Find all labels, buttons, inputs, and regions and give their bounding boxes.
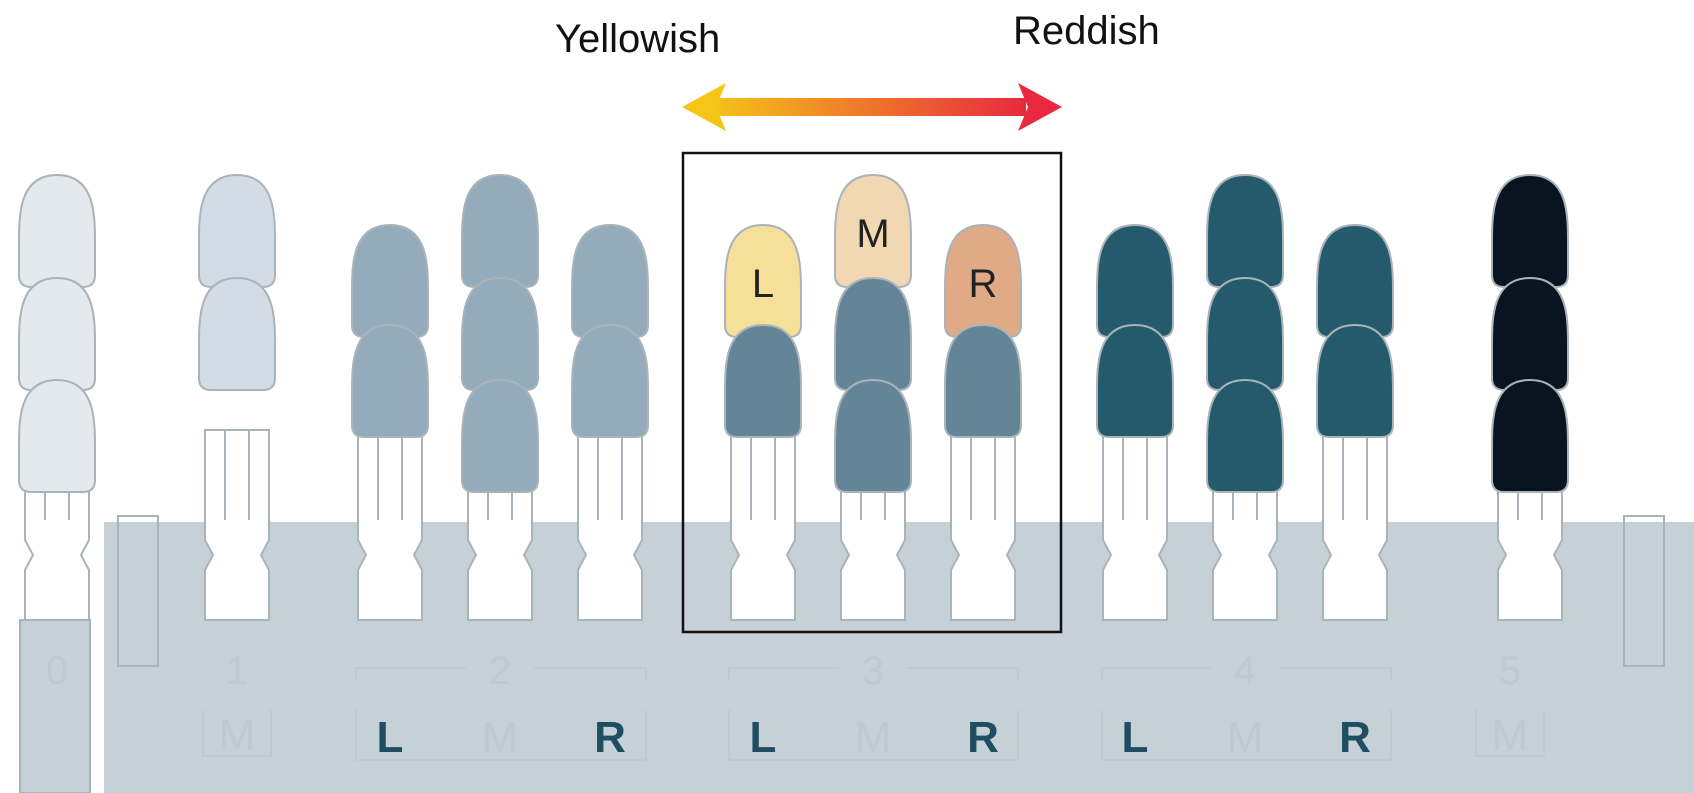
shade-tooth — [18, 378, 96, 493]
shade-tab — [18, 173, 96, 621]
shade-tooth — [1096, 223, 1174, 338]
shade-tooth — [834, 378, 912, 493]
shade-tab — [351, 223, 429, 621]
shade-letter: M — [482, 713, 519, 762]
group-number: 0 — [46, 649, 68, 693]
shade-tooth — [18, 173, 96, 288]
arrowhead-right — [1018, 83, 1062, 131]
letter-bracket — [355, 710, 647, 761]
shade-letter: R — [594, 713, 626, 762]
shade-letter: L — [377, 713, 404, 762]
shade-tab — [1206, 173, 1284, 621]
tab-stem — [204, 429, 270, 621]
group-number: 1 — [226, 649, 248, 693]
reddish-label: Reddish — [1013, 9, 1160, 53]
group-number: 4 — [1234, 649, 1256, 693]
shade-tooth — [461, 276, 539, 391]
shade-tab — [461, 173, 539, 621]
shade-tooth — [198, 173, 276, 288]
shade-tooth — [1206, 173, 1284, 288]
tray-left-post — [19, 619, 91, 793]
letter-bracket — [202, 710, 272, 757]
shade-letter: R — [967, 713, 999, 762]
bracket — [534, 667, 647, 680]
tab-stem — [1102, 429, 1168, 621]
letter-bracket — [728, 710, 1019, 761]
group-1-label: 1M — [202, 649, 272, 760]
tooth-letter: M — [856, 212, 889, 256]
shade-tooth — [834, 276, 912, 391]
tooth-letter: R — [969, 262, 998, 306]
shade-tooth — [724, 323, 802, 438]
tab-stem — [357, 429, 423, 621]
shade-tooth — [1316, 323, 1394, 438]
shade-tooth — [1096, 323, 1174, 438]
letter-bracket — [1475, 710, 1545, 757]
tooth-letter: L — [752, 262, 774, 306]
group-5-label: 5M — [1475, 649, 1545, 760]
bracket — [1279, 667, 1392, 680]
shade-tooth — [351, 323, 429, 438]
bracket — [728, 667, 839, 680]
shade-tooth — [1206, 378, 1284, 493]
shade-tab: R — [944, 223, 1022, 621]
tab-stem — [577, 429, 643, 621]
group-number: 3 — [862, 649, 884, 693]
group-number: 5 — [1499, 649, 1521, 693]
shade-tab — [1316, 223, 1394, 621]
shade-tooth — [198, 276, 276, 391]
shade-letter: L — [1122, 713, 1149, 762]
shade-letter: L — [750, 713, 777, 762]
tray-left-slot — [117, 515, 159, 667]
group-3-label: 3L M R — [728, 649, 1019, 762]
tab-stem — [950, 429, 1016, 621]
tab-stem — [730, 429, 796, 621]
shade-tab — [1491, 173, 1569, 621]
group-2-label: 2L M R — [355, 649, 647, 762]
shade-letter: M — [855, 713, 892, 762]
shade-tooth — [1316, 223, 1394, 338]
shade-tooth — [1491, 173, 1569, 288]
letter-bracket — [1101, 710, 1392, 761]
group-3-highlight-box — [681, 151, 1063, 634]
tray-right-slot — [1623, 515, 1665, 667]
shade-tooth — [944, 323, 1022, 438]
shade-tooth — [571, 223, 649, 338]
shade-letter: M — [1227, 713, 1264, 762]
shade-tab — [571, 223, 649, 621]
bracket — [1101, 667, 1211, 680]
shade-tooth — [1491, 378, 1569, 493]
shade-tooth — [461, 173, 539, 288]
group-4-label: 4L M R — [1101, 649, 1392, 762]
shade-tooth — [571, 323, 649, 438]
tab-stem — [1322, 429, 1388, 621]
group-0-label: 0 — [46, 649, 68, 693]
shade-letter: R — [1339, 713, 1371, 762]
shade-tab — [1096, 223, 1174, 621]
yellow-red-arrow — [682, 83, 1062, 131]
bracket — [355, 667, 466, 680]
arrowhead-left — [682, 83, 726, 131]
shade-tooth — [18, 276, 96, 391]
shade-tooth — [1491, 276, 1569, 391]
yellowish-label: Yellowish — [555, 17, 720, 61]
shade-letter: M — [1492, 711, 1529, 760]
shade-tabs: L M R — [18, 173, 1569, 621]
bracket — [907, 667, 1019, 680]
group-number: 2 — [489, 649, 511, 693]
shade-tooth — [1206, 276, 1284, 391]
shade-tooth — [461, 378, 539, 493]
shade-tab: L — [724, 223, 802, 621]
shade-tooth — [351, 223, 429, 338]
shade-tab — [198, 173, 276, 621]
shade-letter: M — [219, 711, 256, 760]
shade-tab: M — [834, 173, 912, 621]
